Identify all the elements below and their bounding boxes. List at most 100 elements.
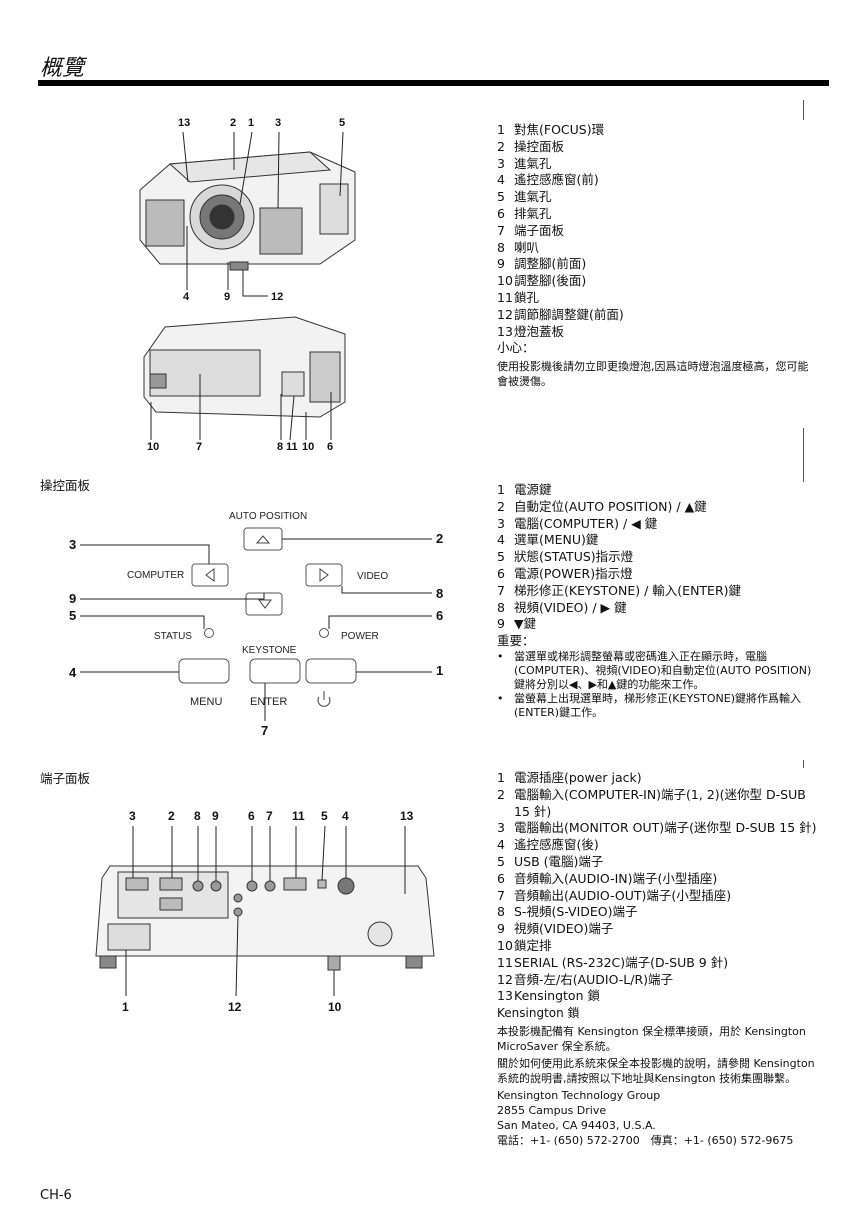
projector-rear-panel-illustration — [95, 865, 435, 971]
control-panel-label: 操控面板 — [40, 478, 91, 493]
important-bullet: •當選單或梯形調整螢幕或密碼進入正在顯示時，電腦(COMPUTER)、視頻(VI… — [497, 649, 812, 691]
page-number: CH-6 — [40, 1188, 72, 1203]
page-title: 概覽 — [40, 56, 85, 81]
callout-4: 4 — [183, 291, 190, 303]
callout-10a: 10 — [147, 441, 159, 453]
callout-6: 6 — [436, 608, 443, 623]
callout-4: 4 — [342, 809, 349, 823]
kensington-paragraph-1: 本投影機配備有 Kensington 保全標準接頭，用於 Kensington … — [497, 1025, 806, 1054]
callout-9: 9 — [69, 591, 76, 606]
callout-13: 13 — [400, 809, 414, 823]
margin-tick-3 — [803, 760, 804, 768]
callout-5: 5 — [321, 809, 328, 823]
caution-title: 小心： — [497, 340, 535, 356]
menu-button — [178, 658, 230, 684]
power-button — [305, 658, 357, 684]
callout-4: 4 — [69, 665, 77, 680]
callout-5: 5 — [339, 117, 345, 129]
callout-3: 3 — [275, 117, 281, 129]
header-rule — [38, 80, 829, 86]
callout-5: 5 — [69, 608, 76, 623]
auto-position-up-button — [243, 527, 283, 551]
terminal-panel-label: 端子面板 — [40, 771, 91, 786]
important-title: 重要： — [497, 633, 535, 649]
terminal-panel-figure: 3 2 8 9 6 7 11 5 4 13 1 12 10 — [95, 809, 435, 1014]
label-status: STATUS — [154, 631, 192, 642]
phone-fax-line: 電話：+1- (650) 572-2700 傳真：+1- (650) 572-9… — [497, 1134, 794, 1148]
callout-7: 7 — [196, 441, 202, 453]
label-auto-position: AUTO POSITION — [229, 511, 307, 522]
callout-6: 6 — [327, 441, 333, 453]
important-bullet: •當螢幕上出現選單時，梯形修正(KEYSTONE)鍵將作爲輸入(ENTER)鍵工… — [497, 691, 802, 719]
label-menu: MENU — [190, 696, 222, 708]
callout-3: 3 — [129, 809, 136, 823]
callout-11: 11 — [286, 441, 298, 453]
label-power: POWER — [341, 631, 379, 642]
caution-text: 使用投影機後請勿立即更換燈泡,因爲這時燈泡溫度極高，您可能會被燙傷。 — [497, 360, 809, 389]
projector-front-illustration — [139, 151, 356, 271]
callout-2: 2 — [230, 117, 236, 129]
callout-11: 11 — [292, 809, 305, 823]
video-right-button — [305, 563, 343, 587]
callout-12: 12 — [271, 291, 283, 303]
callout-13: 13 — [178, 117, 190, 129]
computer-left-button — [191, 563, 229, 587]
list-item: 9▼鍵 — [497, 616, 537, 632]
margin-tick-1 — [803, 100, 804, 120]
kensington-title: Kensington 鎖 — [497, 1006, 580, 1021]
kensington-paragraph-2: 關於如何使用此系統來保全本投影機的說明，請參閱 Kensington 系統的說明… — [497, 1057, 815, 1086]
margin-tick-2 — [803, 428, 804, 482]
address-line: 2855 Campus Drive — [497, 1104, 607, 1118]
address-line: Kensington Technology Group — [497, 1089, 661, 1103]
callout-8: 8 — [277, 441, 283, 453]
callout-7: 7 — [266, 809, 273, 823]
callout-10: 10 — [328, 1000, 342, 1014]
callout-1: 1 — [248, 117, 254, 129]
control-panel-figure: AUTO POSITION COMPUTER VIDEO STATUS POWE… — [69, 511, 443, 738]
projector-front-rear-figure: 13 2 1 3 5 4 9 12 10 7 8 11 10 6 — [139, 117, 356, 453]
callout-8: 8 — [194, 809, 201, 823]
callout-1: 1 — [122, 1000, 129, 1014]
callout-2: 2 — [436, 531, 443, 546]
label-enter: ENTER — [250, 696, 287, 708]
callout-10b: 10 — [302, 441, 314, 453]
label-video: VIDEO — [357, 571, 388, 582]
callout-2: 2 — [168, 809, 175, 823]
keystone-enter-button — [249, 658, 301, 684]
callout-1: 1 — [436, 663, 443, 678]
